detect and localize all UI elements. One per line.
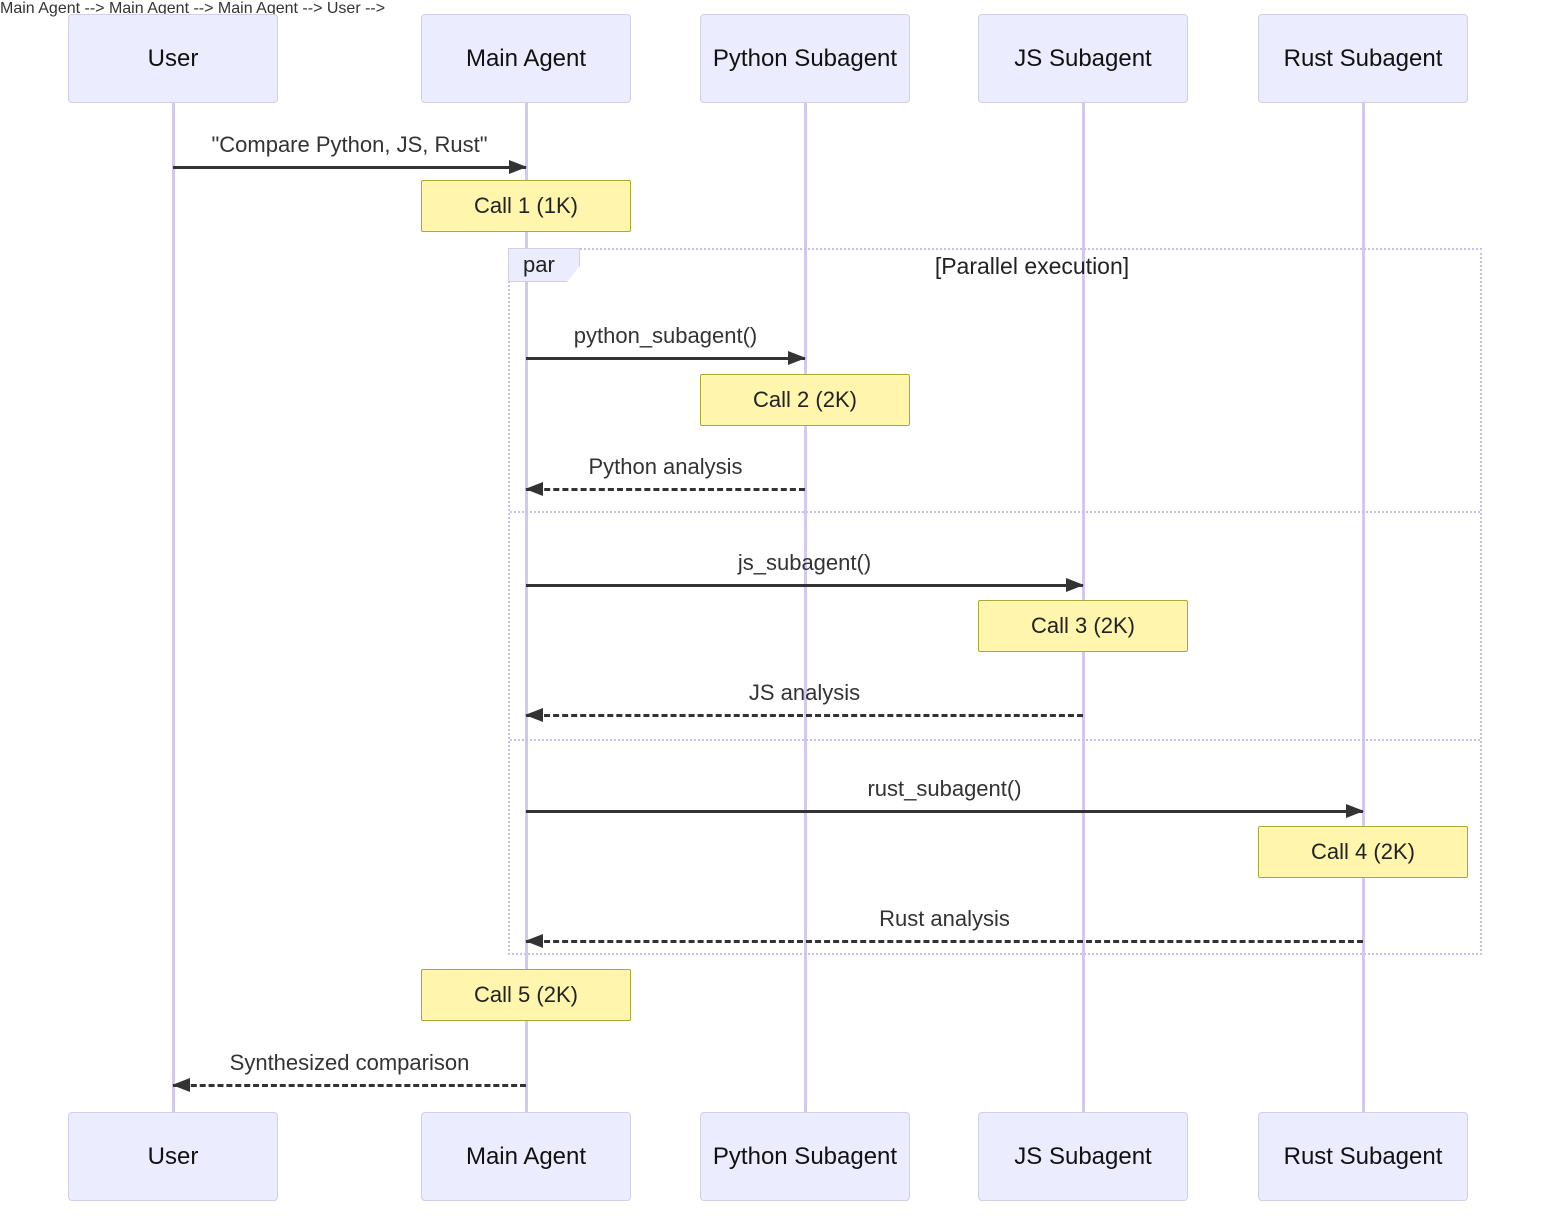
arrowhead-left-icon [525, 708, 543, 722]
participant-python-subagent-bottom: Python Subagent [700, 1112, 910, 1201]
participant-user-top: User [68, 14, 278, 103]
arrowhead-right-icon [1346, 804, 1364, 818]
message-label: Rust analysis [879, 906, 1010, 931]
lifeline-main-agent [524, 103, 528, 1112]
par-divider-2 [510, 739, 1480, 741]
note-call-4: Call 4 (2K) [1258, 826, 1468, 878]
participant-rust-subagent-bottom: Rust Subagent [1258, 1112, 1468, 1201]
message-label: Python analysis [588, 454, 743, 479]
message-line [173, 166, 526, 169]
message-line [526, 357, 805, 360]
participant-js-subagent-bottom: JS Subagent [978, 1112, 1188, 1201]
lifeline-rust-subagent [1361, 103, 1365, 1112]
message-line [526, 584, 1083, 587]
arrowhead-right-icon [1066, 578, 1084, 592]
message-line [173, 1084, 526, 1087]
lifeline-python-subagent [803, 103, 807, 1112]
message-label: rust_subagent() [867, 776, 1022, 801]
message-label: Synthesized comparison [229, 1050, 470, 1075]
participant-rust-subagent-top: Rust Subagent [1258, 14, 1468, 103]
par-condition-label: [Parallel execution] [934, 253, 1130, 279]
note-call-5: Call 5 (2K) [421, 969, 631, 1021]
participant-user-bottom: User [68, 1112, 278, 1201]
par-divider-1 [510, 511, 1480, 513]
message-label: JS analysis [748, 680, 861, 705]
message-label: "Compare Python, JS, Rust" [211, 132, 488, 157]
arrowhead-right-icon [788, 351, 806, 365]
message-line [526, 714, 1083, 717]
message-line [526, 940, 1363, 943]
par-block-frame: par [Parallel execution] [508, 248, 1482, 955]
message-label: js_subagent() [737, 550, 872, 575]
arrowhead-right-icon [509, 160, 527, 174]
arrowhead-left-icon [525, 482, 543, 496]
note-call-3: Call 3 (2K) [978, 600, 1188, 652]
participant-main-agent-bottom: Main Agent [421, 1112, 631, 1201]
message-line [526, 488, 805, 491]
message-line [526, 810, 1363, 813]
participant-js-subagent-top: JS Subagent [978, 14, 1188, 103]
arrowhead-left-icon [525, 934, 543, 948]
lifeline-user [171, 103, 175, 1112]
arrowhead-left-icon [172, 1078, 190, 1092]
par-label-tab: par [508, 248, 580, 282]
message-label: python_subagent() [573, 323, 758, 348]
participant-python-subagent-top: Python Subagent [700, 14, 910, 103]
note-call-1: Call 1 (1K) [421, 180, 631, 232]
participant-main-agent-top: Main Agent [421, 14, 631, 103]
note-call-2: Call 2 (2K) [700, 374, 910, 426]
